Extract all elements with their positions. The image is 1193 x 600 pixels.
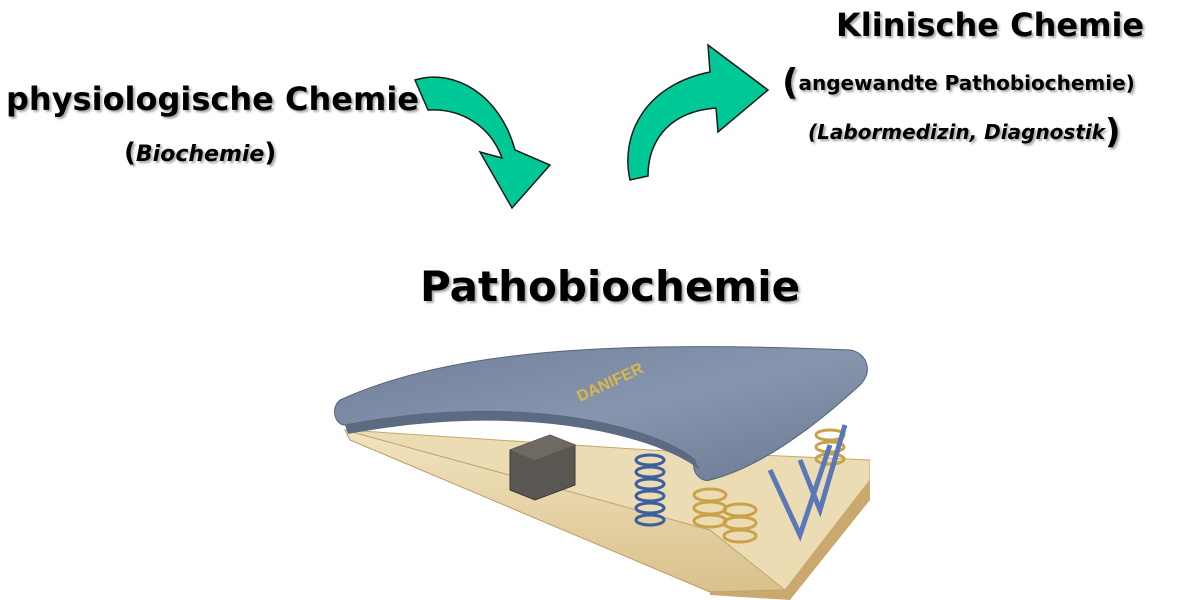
springs [634, 424, 848, 544]
right-sub1-open-paren: ( [782, 62, 799, 103]
left-sub-open-paren: ( [124, 138, 136, 168]
springboard-image: DANIFER [334, 346, 870, 600]
springboard-felt-edge [345, 411, 700, 470]
right-sub2-close-paren: ) [1105, 112, 1121, 152]
left-sub-text: Biochemie [135, 142, 265, 167]
right-sub1-text: angewandte Pathobiochemie) [798, 71, 1135, 95]
left-subtitle: (Biochemie) [124, 138, 276, 168]
curved-arrow-down-shape [413, 76, 552, 210]
springboard-base-side [710, 480, 870, 600]
gold-springs [692, 428, 846, 544]
blue-straps [767, 424, 848, 542]
left-sub-close-paren: ) [264, 138, 277, 168]
right-sub2-text: (Labormedizin, Diagnostik [808, 120, 1106, 144]
curved-arrow-right-icon [627, 43, 770, 181]
curved-arrow-down-icon [413, 76, 552, 210]
curved-arrow-right-shape [627, 43, 770, 181]
foam-block-top [510, 435, 575, 460]
blue-spring-left [634, 453, 666, 527]
right-title: Klinische Chemie [836, 6, 1145, 44]
left-title: physiologische Chemie [6, 80, 419, 118]
right-subtitle-2: (Labormedizin, Diagnostik) [808, 112, 1121, 152]
right-subtitle-1: (angewandte Pathobiochemie) [782, 62, 1135, 103]
center-title: Pathobiochemie [420, 262, 801, 311]
